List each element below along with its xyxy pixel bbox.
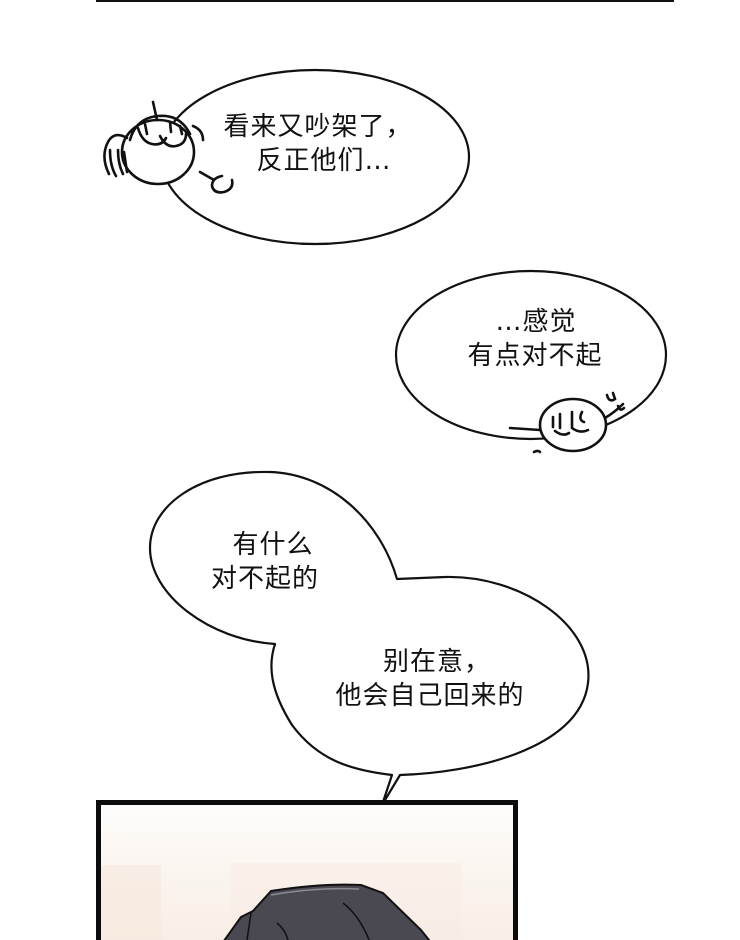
speech-bubble-2 xyxy=(394,269,668,441)
bubble-3-line-2: 对不起的 xyxy=(210,564,319,594)
bubble-1-text: 看来又吵架了， 反正他们… xyxy=(208,110,428,178)
bubble-1-line-1: 看来又吵架了， xyxy=(223,112,413,142)
bubble-4-line-2: 他会自己回来的 xyxy=(335,681,525,711)
chibi-girl-icon xyxy=(103,100,234,194)
previous-panel-border xyxy=(96,0,674,2)
bubble-4-text: 别在意， 他会自己回来的 xyxy=(310,645,550,713)
bubble-2-line-1: …感觉 xyxy=(495,307,577,337)
bubble-3-line-1: 有什么 xyxy=(232,530,314,560)
bubble-4-line-1: 别在意， xyxy=(382,647,491,677)
comic-panel xyxy=(96,800,518,940)
bubble-2-line-2: 有点对不起 xyxy=(467,341,603,371)
character-hair xyxy=(223,883,431,940)
chibi-face-sweat-icon xyxy=(508,391,626,454)
bubble-1-line-2: 反正他们… xyxy=(256,146,392,176)
speech-bubble-3-4 xyxy=(148,470,590,807)
bubble-2-text: …感觉 有点对不起 xyxy=(440,305,630,373)
bubble-3-text: 有什么 对不起的 xyxy=(195,528,335,596)
panel-artwork xyxy=(101,863,461,940)
